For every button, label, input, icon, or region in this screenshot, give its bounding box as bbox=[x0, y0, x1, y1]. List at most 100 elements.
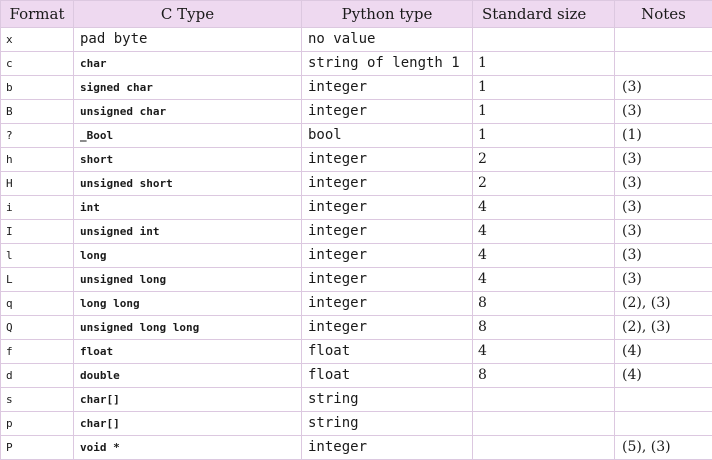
cell-format: s bbox=[1, 388, 74, 412]
cell-notes: (2), (3) bbox=[615, 292, 712, 316]
cell-ctype: short bbox=[74, 148, 302, 172]
cell-format: B bbox=[1, 100, 74, 124]
cell-ctype: double bbox=[74, 364, 302, 388]
cell-size: 1 bbox=[473, 76, 615, 100]
cell-python-type: bool bbox=[302, 124, 473, 148]
cell-format: f bbox=[1, 340, 74, 364]
cell-python-type: integer bbox=[302, 76, 473, 100]
cell-ctype: unsigned long bbox=[74, 268, 302, 292]
cell-python-type: string bbox=[302, 412, 473, 436]
table-row: q long long integer 8 (2), (3) bbox=[1, 292, 712, 316]
cell-size: 4 bbox=[473, 220, 615, 244]
cell-notes: (3) bbox=[615, 244, 712, 268]
cell-format: l bbox=[1, 244, 74, 268]
table-row: p char[] string bbox=[1, 412, 712, 436]
cell-size: 1 bbox=[473, 124, 615, 148]
table-row: ? _Bool bool 1 (1) bbox=[1, 124, 712, 148]
cell-format: c bbox=[1, 52, 74, 76]
cell-python-type: integer bbox=[302, 244, 473, 268]
cell-notes bbox=[615, 412, 712, 436]
cell-size: 1 bbox=[473, 100, 615, 124]
cell-format: L bbox=[1, 268, 74, 292]
cell-notes: (3) bbox=[615, 76, 712, 100]
cell-notes: (3) bbox=[615, 148, 712, 172]
cell-ctype: char bbox=[74, 52, 302, 76]
table-row: B unsigned char integer 1 (3) bbox=[1, 100, 712, 124]
cell-python-type: integer bbox=[302, 100, 473, 124]
cell-notes: (3) bbox=[615, 172, 712, 196]
cell-size: 4 bbox=[473, 268, 615, 292]
cell-python-type: string bbox=[302, 388, 473, 412]
cell-size: 4 bbox=[473, 340, 615, 364]
table-row: l long integer 4 (3) bbox=[1, 244, 712, 268]
cell-size: 8 bbox=[473, 316, 615, 340]
cell-format: d bbox=[1, 364, 74, 388]
table-row: L unsigned long integer 4 (3) bbox=[1, 268, 712, 292]
cell-size bbox=[473, 436, 615, 460]
cell-python-type: float bbox=[302, 364, 473, 388]
cell-format: q bbox=[1, 292, 74, 316]
cell-format: h bbox=[1, 148, 74, 172]
cell-python-type: integer bbox=[302, 436, 473, 460]
cell-notes: (5), (3) bbox=[615, 436, 712, 460]
cell-notes: (4) bbox=[615, 340, 712, 364]
cell-notes: (3) bbox=[615, 220, 712, 244]
table-row: s char[] string bbox=[1, 388, 712, 412]
cell-python-type: integer bbox=[302, 172, 473, 196]
cell-size bbox=[473, 412, 615, 436]
cell-size: 8 bbox=[473, 292, 615, 316]
cell-format: Q bbox=[1, 316, 74, 340]
cell-ctype: void * bbox=[74, 436, 302, 460]
cell-ctype: char[] bbox=[74, 388, 302, 412]
cell-ctype: unsigned int bbox=[74, 220, 302, 244]
cell-python-type: no value bbox=[302, 28, 473, 52]
cell-size: 4 bbox=[473, 196, 615, 220]
cell-notes bbox=[615, 28, 712, 52]
cell-notes: (3) bbox=[615, 196, 712, 220]
cell-format: p bbox=[1, 412, 74, 436]
cell-ctype: unsigned char bbox=[74, 100, 302, 124]
cell-notes bbox=[615, 52, 712, 76]
cell-size: 1 bbox=[473, 52, 615, 76]
cell-size bbox=[473, 28, 615, 52]
cell-ctype: pad byte bbox=[74, 28, 302, 52]
cell-python-type: integer bbox=[302, 292, 473, 316]
table-row: Q unsigned long long integer 8 (2), (3) bbox=[1, 316, 712, 340]
table-row: H unsigned short integer 2 (3) bbox=[1, 172, 712, 196]
table-row: x pad byte no value bbox=[1, 28, 712, 52]
table-row: d double float 8 (4) bbox=[1, 364, 712, 388]
table-row: i int integer 4 (3) bbox=[1, 196, 712, 220]
cell-python-type: string of length 1 bbox=[302, 52, 473, 76]
header-python-type: Python type bbox=[302, 1, 473, 28]
cell-format: P bbox=[1, 436, 74, 460]
cell-format: ? bbox=[1, 124, 74, 148]
cell-format: b bbox=[1, 76, 74, 100]
cell-python-type: integer bbox=[302, 316, 473, 340]
table-row: b signed char integer 1 (3) bbox=[1, 76, 712, 100]
table-row: f float float 4 (4) bbox=[1, 340, 712, 364]
cell-python-type: integer bbox=[302, 196, 473, 220]
cell-python-type: integer bbox=[302, 268, 473, 292]
cell-ctype: char[] bbox=[74, 412, 302, 436]
table-row: c char string of length 1 1 bbox=[1, 52, 712, 76]
cell-size: 4 bbox=[473, 244, 615, 268]
header-standard-size: Standard size bbox=[473, 1, 615, 28]
table-row: P void * integer (5), (3) bbox=[1, 436, 712, 460]
cell-format: x bbox=[1, 28, 74, 52]
cell-ctype: float bbox=[74, 340, 302, 364]
table-row: I unsigned int integer 4 (3) bbox=[1, 220, 712, 244]
cell-ctype: signed char bbox=[74, 76, 302, 100]
cell-size bbox=[473, 388, 615, 412]
header-ctype: C Type bbox=[74, 1, 302, 28]
cell-ctype: _Bool bbox=[74, 124, 302, 148]
table-row: h short integer 2 (3) bbox=[1, 148, 712, 172]
cell-python-type: integer bbox=[302, 220, 473, 244]
cell-format: i bbox=[1, 196, 74, 220]
cell-size: 8 bbox=[473, 364, 615, 388]
cell-notes: (4) bbox=[615, 364, 712, 388]
cell-ctype: int bbox=[74, 196, 302, 220]
header-format: Format bbox=[1, 1, 74, 28]
cell-ctype: unsigned short bbox=[74, 172, 302, 196]
cell-size: 2 bbox=[473, 148, 615, 172]
